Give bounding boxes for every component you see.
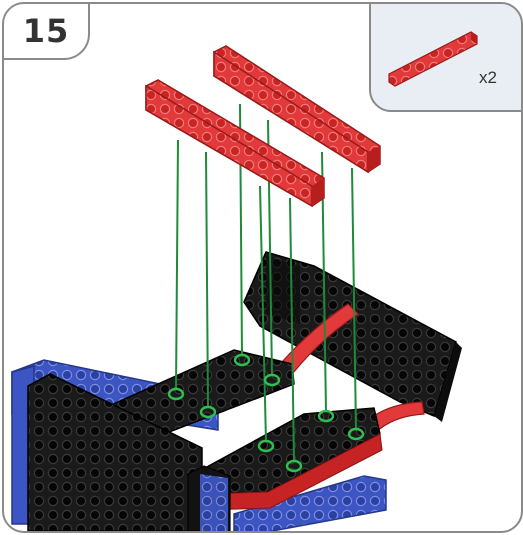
red-beam-icon <box>371 4 521 110</box>
part-quantity: x2 <box>479 68 497 88</box>
step-number: 15 <box>23 12 70 50</box>
step-badge: 15 <box>2 2 90 60</box>
parts-callout: x2 <box>369 2 523 112</box>
